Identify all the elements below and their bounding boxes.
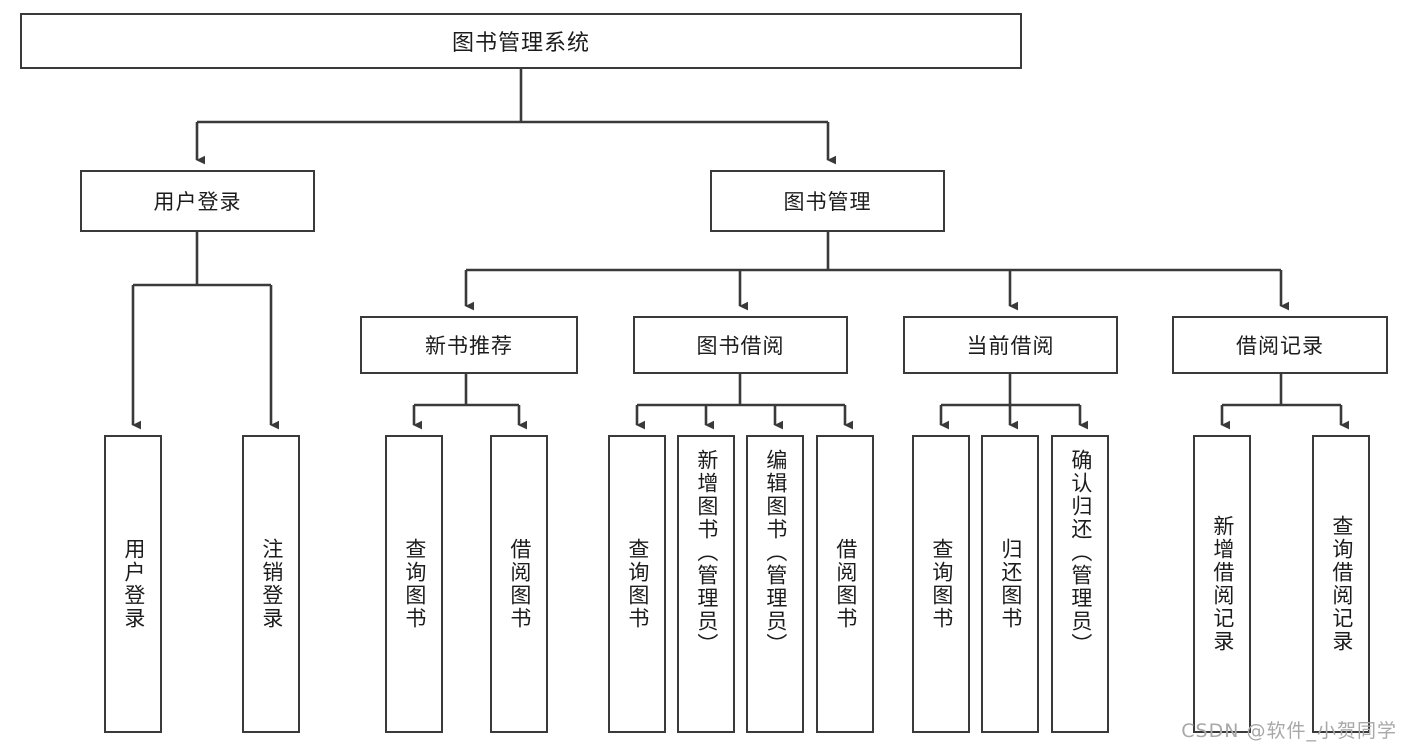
- node-borrow-record[interactable]: 借阅记录: [1172, 316, 1388, 374]
- node-label: 当前借阅: [966, 334, 1055, 358]
- node-book-management[interactable]: 图书管理: [710, 170, 945, 232]
- node-label: 新增图书（管理员）: [694, 449, 719, 656]
- node-book-borrow[interactable]: 图书借阅: [633, 316, 848, 374]
- leaf-borrow-book-recommend[interactable]: 借阅图书: [490, 435, 548, 733]
- node-label: 归还图书: [998, 538, 1023, 630]
- leaf-query-book-current[interactable]: 查询图书: [912, 435, 970, 733]
- leaf-edit-book-admin[interactable]: 编辑图书（管理员）: [746, 435, 804, 733]
- leaf-return-book[interactable]: 归还图书: [981, 435, 1039, 733]
- leaf-query-borrow-record[interactable]: 查询借阅记录: [1312, 435, 1370, 733]
- node-label: 确认归还（管理员）: [1068, 449, 1093, 656]
- node-label: 用户登录: [153, 190, 242, 214]
- node-label: 查询图书: [625, 538, 650, 630]
- node-label: 查询图书: [929, 538, 954, 630]
- leaf-query-book-recommend[interactable]: 查询图书: [385, 435, 443, 733]
- watermark-text: CSDN @软件_小贺同学: [1181, 720, 1397, 742]
- node-label: 注销登录: [259, 538, 284, 630]
- node-label: 借阅图书: [833, 538, 858, 630]
- leaf-user-login[interactable]: 用户登录: [104, 435, 162, 733]
- leaf-add-borrow-record[interactable]: 新增借阅记录: [1193, 435, 1251, 733]
- node-label: 用户登录: [121, 538, 146, 630]
- node-label: 编辑图书（管理员）: [763, 449, 788, 656]
- leaf-borrow-book[interactable]: 借阅图书: [816, 435, 874, 733]
- node-label: 图书管理: [783, 190, 872, 214]
- leaf-confirm-return-admin[interactable]: 确认归还（管理员）: [1051, 435, 1109, 733]
- node-root-system[interactable]: 图书管理系统: [20, 13, 1022, 69]
- leaf-query-book-borrow[interactable]: 查询图书: [608, 435, 666, 733]
- node-label: 借阅记录: [1236, 334, 1324, 358]
- node-label: 新增借阅记录: [1210, 515, 1235, 653]
- node-label: 借阅图书: [507, 538, 532, 630]
- leaf-add-book-admin[interactable]: 新增图书（管理员）: [677, 435, 735, 733]
- node-label: 图书借阅: [696, 334, 785, 358]
- node-label: 图书管理系统: [451, 31, 590, 56]
- leaf-logout[interactable]: 注销登录: [242, 435, 300, 733]
- node-current-borrow[interactable]: 当前借阅: [903, 316, 1118, 374]
- node-new-book-recommend[interactable]: 新书推荐: [360, 316, 578, 374]
- node-label: 查询借阅记录: [1329, 515, 1354, 653]
- node-user-login[interactable]: 用户登录: [80, 170, 315, 232]
- node-label: 新书推荐: [425, 334, 513, 358]
- node-label: 查询图书: [402, 538, 427, 630]
